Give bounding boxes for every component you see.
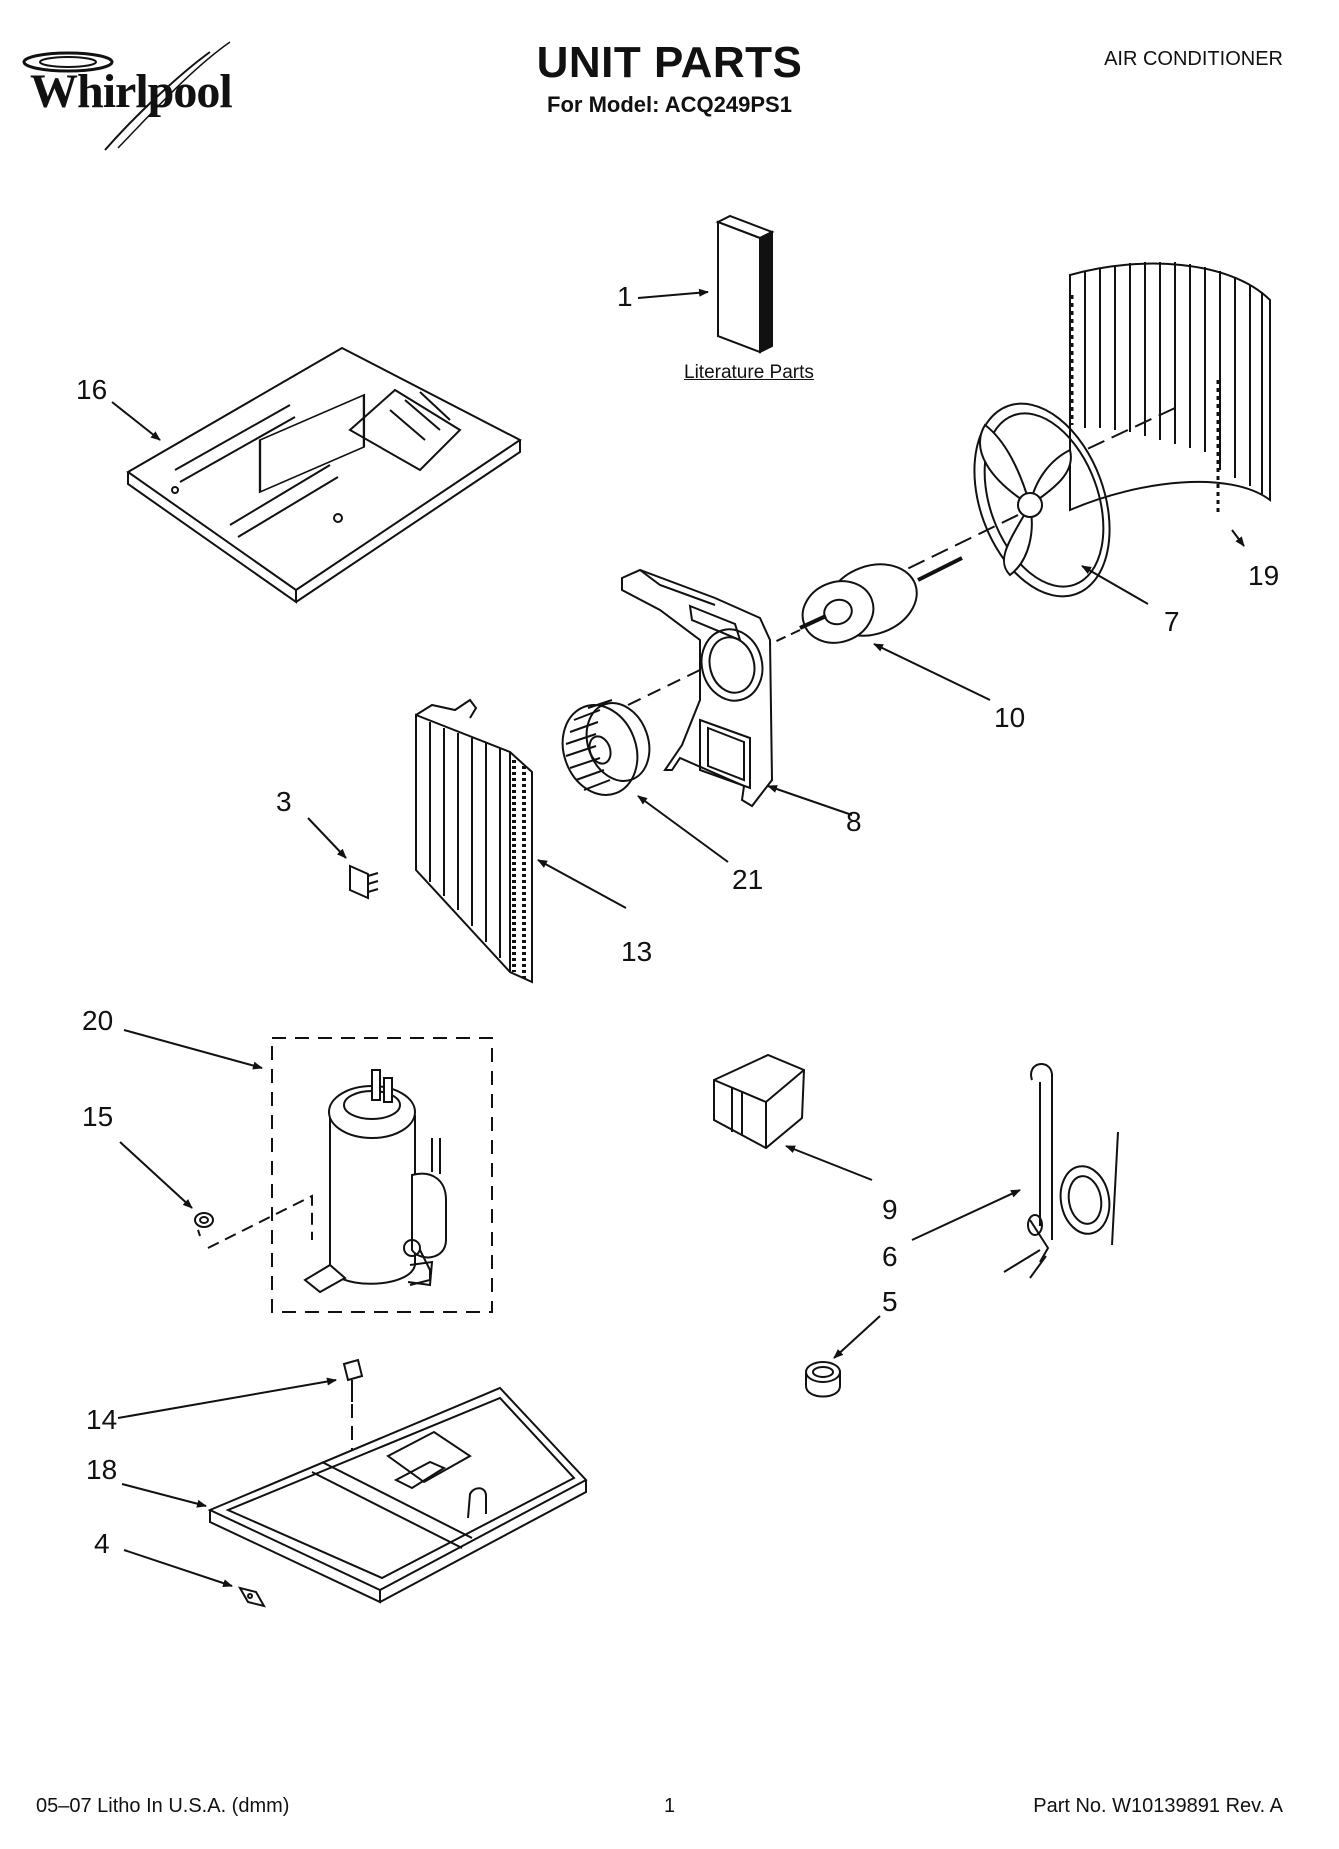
grommet <box>194 1212 214 1237</box>
literature-parts-label: Literature Parts <box>684 362 814 383</box>
insulation-block <box>713 1053 806 1150</box>
leader-1 <box>637 288 709 299</box>
leader-10 <box>873 643 991 701</box>
leader-7 <box>1081 565 1149 605</box>
literature-booklet <box>715 214 775 354</box>
footer-part-number: Part No. W10139891 Rev. A <box>1033 1795 1283 1817</box>
callout-13: 13 <box>621 936 653 967</box>
whirlpool-logo-swoosh <box>22 41 231 151</box>
leader-4 <box>123 1549 233 1587</box>
centerline-fan <box>904 514 1019 571</box>
model-line: For Model: ACQ249PS1 <box>547 92 792 117</box>
small-clip <box>237 1586 267 1608</box>
footer-litho: 05–07 Litho In U.S.A. (dmm) <box>36 1795 290 1817</box>
plug <box>805 1361 841 1398</box>
callout-15: 15 <box>82 1101 114 1132</box>
evaporator-coil <box>415 698 533 984</box>
page-title: UNIT PARTS <box>536 38 803 87</box>
small-bracket <box>349 864 379 900</box>
compressor <box>303 1069 447 1294</box>
callout-7: 7 <box>1164 606 1180 637</box>
callout-4: 4 <box>94 1528 110 1559</box>
condenser-coil <box>1069 262 1271 515</box>
top-panel <box>126 346 522 604</box>
brand-logo: Whirlpool <box>30 65 233 118</box>
leader-16 <box>111 401 161 441</box>
compressor-kit-box <box>271 1037 493 1313</box>
leader-8 <box>767 785 853 816</box>
leader-9 <box>785 1145 873 1181</box>
callout-18: 18 <box>86 1454 118 1485</box>
leader-20 <box>123 1029 263 1070</box>
leader-21 <box>637 795 729 863</box>
base-pan <box>207 1386 588 1604</box>
callout-5: 5 <box>882 1286 898 1317</box>
callout-14: 14 <box>86 1404 118 1435</box>
leader-15 <box>119 1141 193 1209</box>
leader-6 <box>911 1189 1021 1241</box>
leader-3 <box>307 817 347 859</box>
callout-3: 3 <box>276 786 292 817</box>
blower-orifice <box>621 568 774 808</box>
footer-page-number: 1 <box>664 1795 676 1817</box>
centerline-motor <box>767 629 801 646</box>
screw <box>342 1358 364 1402</box>
callout-16: 16 <box>76 374 108 405</box>
callout-1: 1 <box>617 281 633 312</box>
callout-21: 21 <box>732 864 764 895</box>
condenser-fan <box>973 402 1111 598</box>
leader-13 <box>537 859 627 909</box>
fan-motor <box>799 556 963 644</box>
category-label: AIR CONDITIONER <box>1104 48 1283 70</box>
centerline-grommet <box>207 1194 313 1249</box>
callout-10: 10 <box>994 702 1026 733</box>
callout-19: 19 <box>1248 560 1280 591</box>
callout-8: 8 <box>846 806 862 837</box>
leader-14 <box>117 1377 337 1419</box>
blower-wheel <box>561 699 651 796</box>
leader-19 <box>1231 529 1245 547</box>
centerline-coil <box>1084 407 1176 451</box>
callout-6: 6 <box>882 1241 898 1272</box>
centerline-wheel <box>627 667 705 706</box>
callout-20: 20 <box>82 1005 114 1036</box>
callout-9: 9 <box>882 1194 898 1225</box>
leader-18 <box>121 1483 207 1508</box>
thermistor-sensor <box>1003 1063 1119 1279</box>
leader-5 <box>833 1315 881 1359</box>
